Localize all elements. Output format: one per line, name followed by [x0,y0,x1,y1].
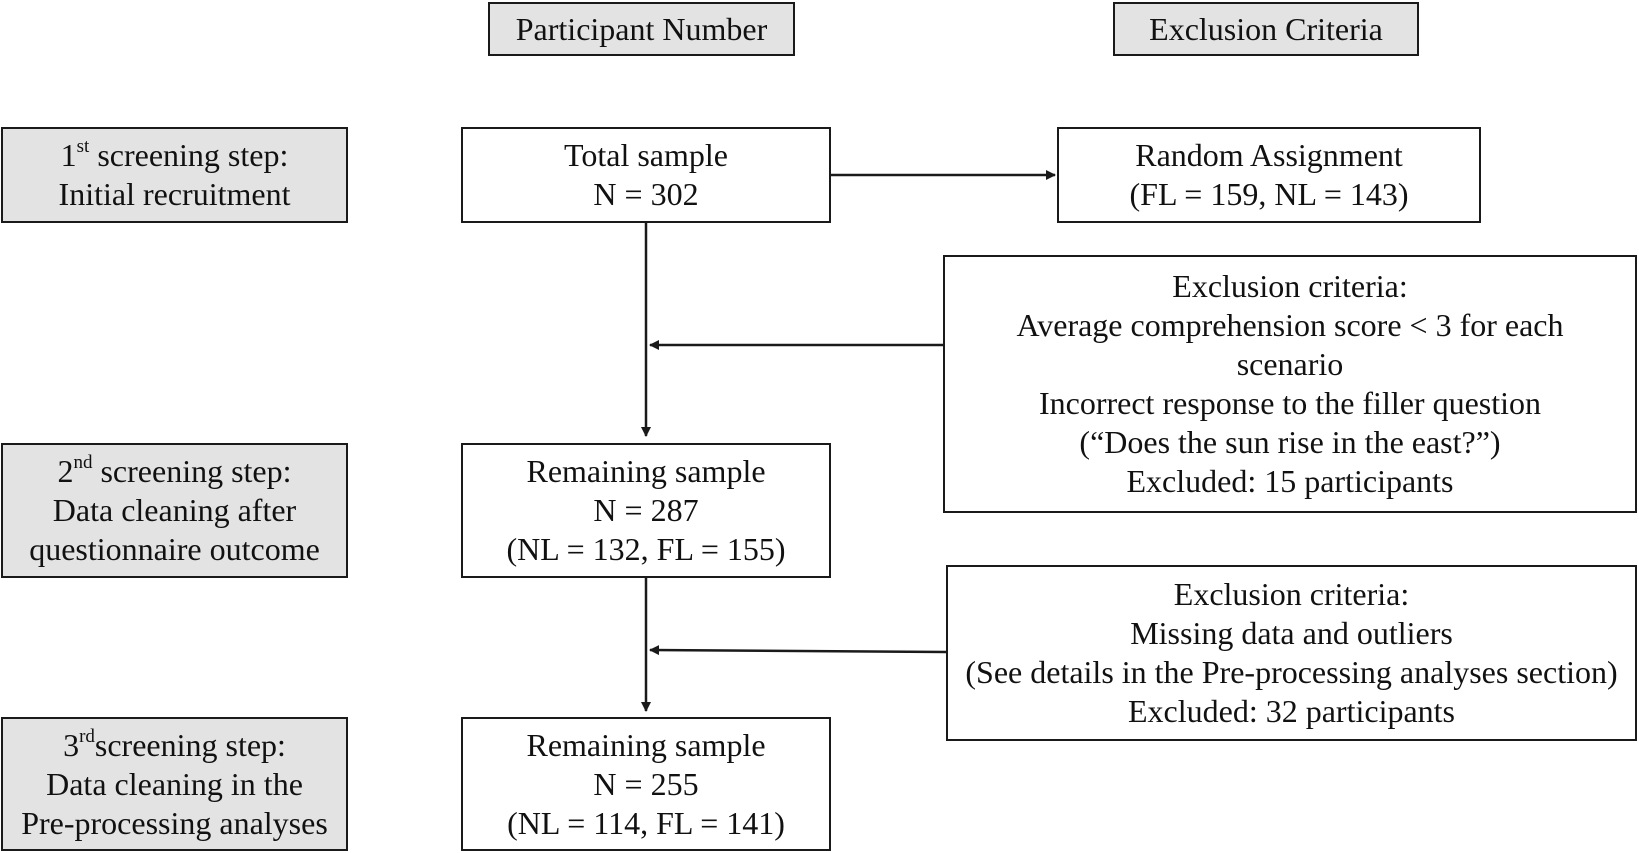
screening-step-1-ordinal: 1 [60,137,77,173]
exclusion-1-line: Excluded: 15 participants [1126,463,1454,499]
screening-step-1-line: Initial recruitment [58,176,291,212]
screening-step-3-ordinal: 3 [63,726,80,763]
screening-step-1-ordinal-suffix: st [76,136,90,158]
exclusion-1-line: Exclusion criteria: [1172,268,1408,304]
screening-step-2-title-rest: screening step: [92,453,292,489]
exclusion-1-line: Incorrect response to the filler questio… [1038,385,1542,421]
arrow-exclusion-2-to-flow [649,645,947,656]
screening-step-3-ordinal-suffix: rd [79,725,95,747]
header-participant-number: Participant Number [488,2,795,56]
total-sample-line: Total sample [564,137,728,173]
total-sample-line: N = 302 [593,176,699,212]
random-assignment-box: Random Assignment (FL = 159, NL = 143) [1057,127,1481,223]
exclusion-2-line: Exclusion criteria: [1173,576,1410,612]
screening-step-2-ordinal: 2 [57,453,74,489]
random-assignment-line: Random Assignment [1135,137,1403,173]
exclusion-1-line: scenario [1236,346,1344,382]
total-sample-box: Total sample N = 302 [461,127,831,223]
exclusion-1-line: (“Does the sun rise in the east?”) [1079,424,1501,460]
remaining-sample-1-line: Remaining sample [526,453,766,489]
exclusion-criteria-box-2: Exclusion criteria: Missing data and out… [946,565,1637,741]
screening-step-3-title: 3rdscreening step: [63,726,286,765]
header-participant-number-label: Participant Number [515,10,768,47]
remaining-sample-box-2: Remaining sample N = 255 (NL = 114, FL =… [461,717,831,851]
remaining-sample-2-line: (NL = 114, FL = 141) [507,804,785,841]
exclusion-2-line: (See details in the Pre-processing analy… [965,654,1618,690]
screening-step-3-title-rest: screening step: [94,726,286,763]
screening-step-2-title: 2nd screening step: [57,452,291,491]
screening-step-2-line: questionnaire outcome [29,531,320,567]
screening-step-3-line: Pre-processing analyses [21,804,328,841]
screening-step-2-ordinal-suffix: nd [73,452,93,474]
screening-step-1: 1st screening step: Initial recruitment [1,127,348,223]
exclusion-2-line: Excluded: 32 participants [1127,693,1455,729]
screening-step-1-title-rest: screening step: [89,137,289,173]
remaining-sample-2-line: Remaining sample [526,726,766,763]
remaining-sample-2-line: N = 255 [593,765,699,802]
header-exclusion-criteria: Exclusion Criteria [1113,2,1419,56]
screening-step-2-line: Data cleaning after [52,492,297,528]
exclusion-1-line: Average comprehension score < 3 for each [1016,307,1564,343]
remaining-sample-1-line: N = 287 [593,492,699,528]
screening-step-3: 3rdscreening step: Data cleaning in the … [1,717,348,851]
random-assignment-line: (FL = 159, NL = 143) [1129,176,1409,212]
exclusion-2-line: Missing data and outliers [1130,615,1453,651]
exclusion-criteria-box-1: Exclusion criteria: Average comprehensio… [943,255,1637,513]
remaining-sample-1-line: (NL = 132, FL = 155) [506,531,786,567]
screening-step-3-line: Data cleaning in the [46,765,303,802]
screening-step-1-title: 1st screening step: [61,136,289,175]
remaining-sample-box-1: Remaining sample N = 287 (NL = 132, FL =… [461,443,831,578]
header-exclusion-criteria-label: Exclusion Criteria [1149,10,1383,47]
screening-step-2: 2nd screening step: Data cleaning after … [1,443,348,578]
